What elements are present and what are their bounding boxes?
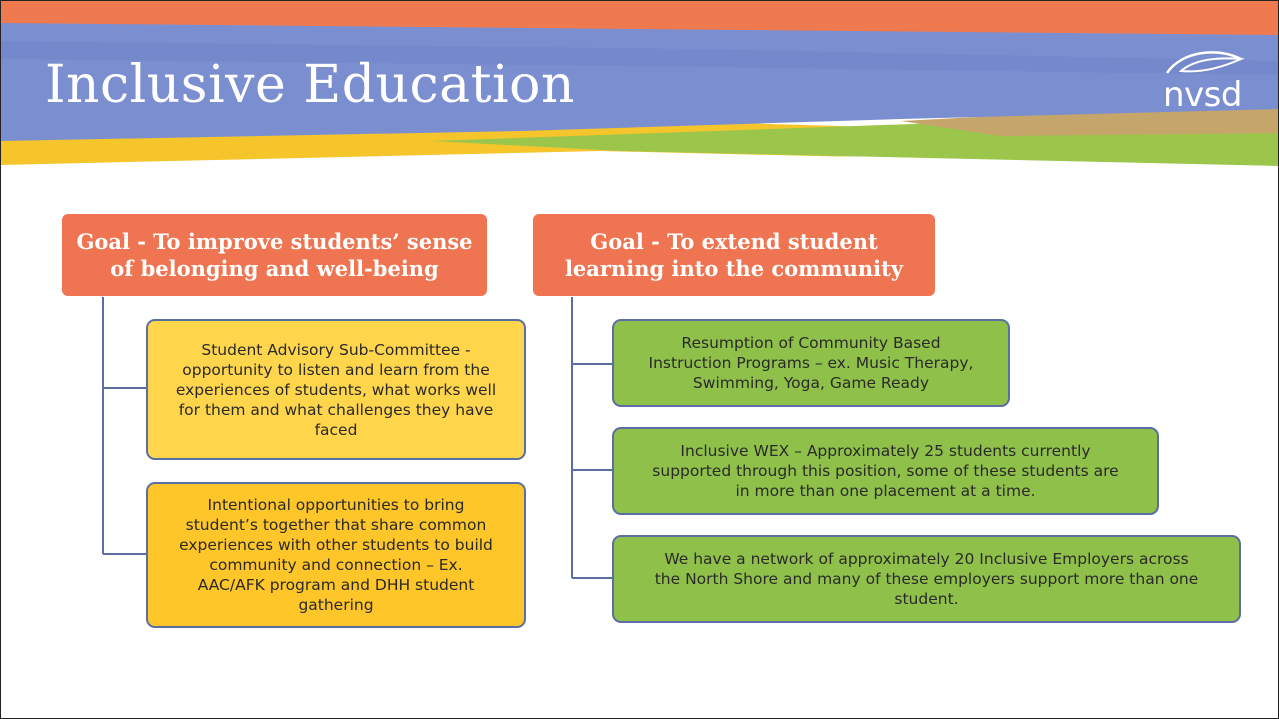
card-line: community and connection – Ex. (209, 556, 463, 574)
card-line: Resumption of Community Based (681, 334, 941, 352)
card-line: Inclusive WEX – Approximately 25 student… (680, 442, 1091, 460)
card-line: We have a network of approximately 20 In… (664, 550, 1189, 568)
nvsd-logo: nvsd (1157, 45, 1257, 117)
card-student-advisory: Student Advisory Sub-Committee - opportu… (146, 319, 526, 460)
card-line: Instruction Programs – ex. Music Therapy… (648, 354, 974, 372)
card-line: opportunity to listen and learn from the (182, 360, 490, 379)
leaf-icon (1165, 51, 1245, 74)
card-inclusive-employers: We have a network of approximately 20 In… (612, 535, 1241, 623)
goal-belonging-line-2: of belonging and well-being (110, 256, 439, 281)
card-line: experiences with other students to build (179, 536, 493, 554)
card-line: student’s together that share common (185, 516, 487, 534)
card-inclusive-wex: Inclusive WEX – Approximately 25 student… (612, 427, 1159, 515)
card-line: faced (314, 420, 358, 439)
slide-title: Inclusive Education (45, 55, 575, 115)
card-line: student. (894, 590, 959, 608)
goal-community-line-1: Goal - To extend student (590, 229, 878, 254)
goal-community-learning: Goal - To extend student learning into t… (533, 214, 935, 296)
card-line: gathering (298, 596, 374, 614)
card-line: the North Shore and many of these employ… (654, 570, 1199, 588)
card-line: experiences of students, what works well (175, 380, 497, 399)
card-line: in more than one placement at a time. (735, 482, 1036, 500)
card-line: Student Advisory Sub-Committee - (201, 340, 471, 359)
card-line: Intentional opportunities to bring (207, 496, 465, 514)
card-intentional-opportunities: Intentional opportunities to bring stude… (146, 482, 526, 628)
goal-community-line-2: learning into the community (564, 256, 904, 281)
card-community-programs: Resumption of Community Based Instructio… (612, 319, 1010, 407)
card-line: Swimming, Yoga, Game Ready (692, 374, 930, 392)
card-line: supported through this position, some of… (652, 462, 1119, 480)
logo-text: nvsd (1163, 75, 1242, 115)
card-line: for them and what challenges they have (178, 400, 494, 419)
header-banner (1, 1, 1278, 176)
card-line: AAC/AFK program and DHH student (197, 576, 475, 594)
goal-belonging: Goal - To improve students’ sense of bel… (62, 214, 487, 296)
goal-belonging-line-1: Goal - To improve students’ sense (76, 229, 473, 254)
